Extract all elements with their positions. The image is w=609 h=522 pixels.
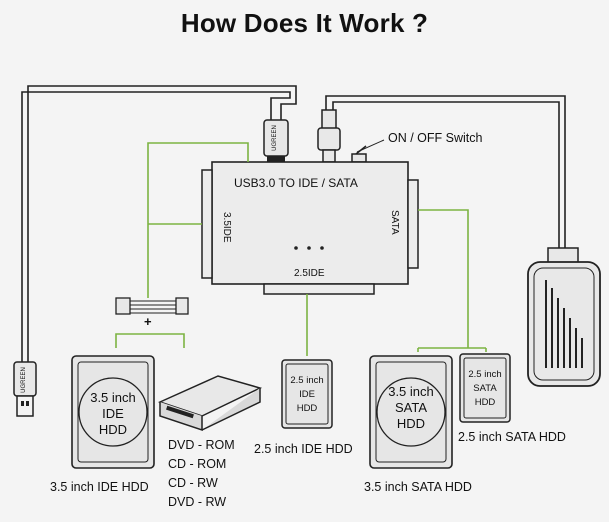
adapter-port-right: SATA [389, 210, 400, 235]
molex-connector-icon [115, 297, 189, 315]
hdd-35-sata-line2: SATA [394, 400, 428, 415]
optical-item: DVD - ROM [168, 438, 235, 452]
hdd-25-sata-label: 2.5 inch SATA HDD [464, 368, 506, 410]
hdd-35-ide-caption: 3.5 inch IDE HDD [50, 480, 149, 494]
hdd-35-sata-icon [369, 355, 453, 469]
usb-plug-left-icon: UGREEN [13, 361, 37, 417]
adapter-port-left: 3.5IDE [221, 212, 232, 243]
hdd-25-ide-icon [281, 359, 333, 429]
hdd-35-ide-line3: HDD [98, 422, 128, 437]
usb-logo-left: UGREEN [21, 367, 27, 393]
optical-item: CD - RW [168, 476, 218, 490]
hdd-25-sata-icon [459, 353, 511, 423]
hdd-35-sata-line1: 3.5 inch [388, 384, 434, 399]
hdd-25-ide-caption: 2.5 inch IDE HDD [254, 442, 353, 456]
page-title: How Does It Work ? [180, 8, 429, 38]
hdd-35-sata-label: 3.5 inch SATA HDD [378, 384, 444, 432]
hdd-35-ide-line1: 3.5 inch [90, 390, 136, 405]
hdd-25-ide-line3: HDD [296, 403, 318, 414]
dc-jack-icon [317, 109, 341, 163]
hdd-25-ide-line2: IDE [299, 389, 315, 400]
adapter-body [201, 161, 419, 295]
adapter-name: USB3.0 TO IDE / SATA [234, 176, 358, 190]
hdd-35-ide-label: 3.5 inch IDE HDD [80, 390, 146, 438]
optical-item: DVD - RW [168, 495, 227, 509]
switch-pointer [356, 139, 385, 153]
hdd-25-sata-line3: HDD [474, 397, 496, 408]
hdd-35-ide-line2: IDE [102, 406, 124, 421]
hdd-25-sata-caption: 2.5 inch SATA HDD [458, 430, 566, 444]
power-supply-icon [527, 247, 601, 387]
usb-logo-top: UGREEN [272, 125, 278, 151]
optical-item: CD - ROM [168, 457, 227, 471]
hdd-35-ide-icon [71, 355, 155, 469]
hdd-25-ide-label: 2.5 inch IDE HDD [286, 374, 328, 416]
adapter-port-bottom: 2.5IDE [294, 268, 325, 279]
usb-plug-top-icon: UGREEN [263, 119, 289, 162]
hdd-35-sata-caption: 3.5 inch SATA HDD [364, 480, 472, 494]
hdd-25-ide-line1: 2.5 inch [290, 375, 324, 386]
green-connectors [115, 142, 487, 356]
optical-list: DVD - ROM CD - ROM CD - RW DVD - RW [168, 436, 235, 512]
hdd-25-sata-line1: 2.5 inch [468, 369, 502, 380]
power-plus-sign: + [144, 314, 152, 329]
switch-label: ON / OFF Switch [388, 131, 483, 145]
hdd-35-sata-line3: HDD [396, 416, 426, 431]
hdd-25-sata-line2: SATA [473, 383, 497, 394]
optical-drive-icon [157, 375, 263, 432]
usb-cable [21, 85, 297, 365]
power-cable [325, 95, 566, 250]
